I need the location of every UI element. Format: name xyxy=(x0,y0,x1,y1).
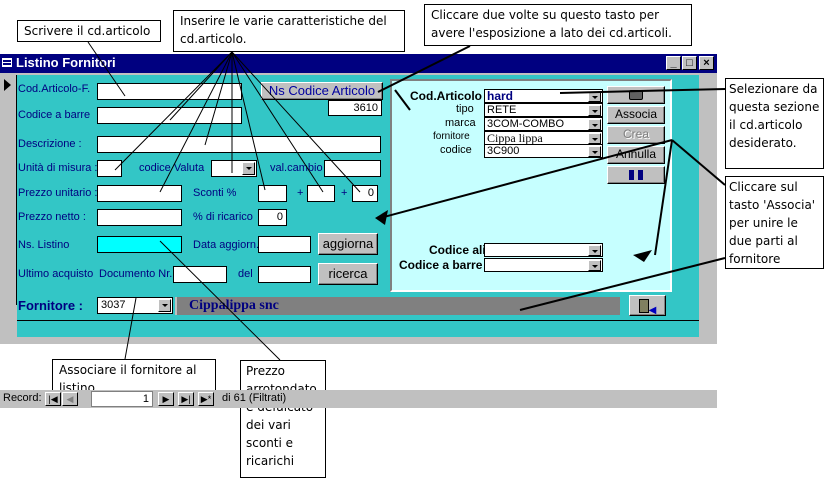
ns-codice-articolo-button[interactable]: Ns Codice Articolo xyxy=(261,82,383,100)
callout-scrivere: Scrivere il cd.articolo xyxy=(17,20,161,42)
prezzo-netto-field[interactable] xyxy=(97,209,182,226)
label-panel-cod-articolo: Cod.Articolo xyxy=(410,89,482,103)
callout-cliccare-associa: Cliccare sul tasto 'Associa' per unire l… xyxy=(725,176,824,269)
associa-button[interactable]: Associa xyxy=(607,106,665,124)
arrow-left-icon: ◀ xyxy=(648,305,657,316)
codice-value: 3C900 xyxy=(487,145,520,157)
label-ricarico: % di ricarico xyxy=(193,211,253,223)
aggiorna-button[interactable]: aggiorna xyxy=(318,233,378,255)
label-prezzo-unitario: Prezzo unitario : xyxy=(18,187,98,199)
chevron-down-icon[interactable] xyxy=(588,245,601,256)
next-record-button[interactable]: ▶ xyxy=(158,392,174,406)
label-tipo: tipo xyxy=(456,103,474,115)
vertical-scrollbar[interactable] xyxy=(699,75,717,337)
tree-icon xyxy=(629,170,643,180)
label-unita-misura: Unità di misura : xyxy=(18,162,98,174)
form-icon[interactable] xyxy=(2,58,12,67)
label-codice: codice xyxy=(440,144,472,156)
plus-sign: + xyxy=(341,187,348,199)
label-marca: marca xyxy=(445,117,476,129)
record-navigation-bar: Record: |◀ ◀ 1 ▶ ▶| ▶* di 61 (Filtrati) xyxy=(0,390,717,408)
record-count: di 61 (Filtrati) xyxy=(222,392,287,404)
callout-selezionare: Selezionare da questa sezione il cd.arti… xyxy=(725,78,824,169)
divider xyxy=(17,320,699,321)
ns-codice-field[interactable]: 3610 xyxy=(328,100,382,116)
current-record-arrow-icon xyxy=(4,79,11,91)
codice-select[interactable]: 3C900 xyxy=(484,144,603,158)
label-codice-barre: Codice a barre xyxy=(18,109,91,121)
codice-valuta-select[interactable] xyxy=(211,160,257,177)
ns-listino-field[interactable] xyxy=(97,236,182,253)
record-label: Record: xyxy=(3,392,42,404)
chevron-down-icon[interactable] xyxy=(588,146,601,157)
data-aggiorn-field[interactable] xyxy=(258,236,311,253)
label-codice-valuta: codice Valuta xyxy=(139,162,205,174)
record-selector[interactable] xyxy=(0,75,17,305)
tipo-select[interactable]: RETE xyxy=(484,103,603,117)
label-ultimo-acquisto: Ultimo acquisto xyxy=(18,268,94,280)
plus-sign: + xyxy=(297,187,304,199)
label-descrizione: Descrizione : xyxy=(18,138,82,150)
label-cod-articolo-f: Cod.Articolo-F. xyxy=(18,83,91,95)
label-sconti: Sconti % xyxy=(193,187,237,199)
unita-misura-field[interactable] xyxy=(97,160,122,177)
last-record-button[interactable]: ▶| xyxy=(178,392,194,406)
label-fornitore-main: Fornitore : xyxy=(18,298,83,313)
callout-prezzo: Prezzo arrotondato e defalcato dei vari … xyxy=(240,360,326,478)
chevron-down-icon[interactable] xyxy=(588,260,601,271)
close-button[interactable]: × xyxy=(699,56,714,70)
ricarico-field[interactable]: 0 xyxy=(258,209,287,226)
descrizione-field[interactable] xyxy=(97,136,381,153)
chevron-down-icon[interactable] xyxy=(158,299,171,312)
fornitore-value: Cippa lippa xyxy=(487,131,543,145)
exit-door-icon xyxy=(638,299,649,313)
fornitore-code-value: 3037 xyxy=(101,299,126,311)
minimize-button[interactable]: _ xyxy=(666,56,681,70)
callout-inserire: Inserire le varie caratteristiche del cd… xyxy=(173,10,405,52)
codice-alias-select[interactable] xyxy=(484,243,603,257)
fornitore-name-display: Cippalippa snc xyxy=(175,297,620,315)
label-panel-codice-barre: Codice a barre xyxy=(399,258,483,272)
exit-button[interactable]: ◀ xyxy=(629,295,666,316)
title-bar: Listino Fornitori _ □ × xyxy=(0,54,717,73)
label-prezzo-netto: Prezzo netto : xyxy=(18,211,86,223)
window-title: Listino Fornitori xyxy=(16,55,116,70)
first-record-button[interactable]: |◀ xyxy=(45,392,61,406)
marca-value: 3COM-COMBO xyxy=(487,118,564,130)
current-record-field[interactable]: 1 xyxy=(91,391,153,407)
callout-associare: Associare il fornitore al listino. xyxy=(52,359,216,396)
new-record-button[interactable]: ▶* xyxy=(198,392,214,406)
ricerca-button[interactable]: ricerca xyxy=(318,263,378,285)
tree-view-button[interactable] xyxy=(607,166,665,184)
fornitore-select[interactable]: Cippa lippa xyxy=(484,131,603,145)
label-del: del xyxy=(238,268,253,280)
leader-line xyxy=(87,41,126,97)
tipo-value: RETE xyxy=(487,104,517,116)
chevron-down-icon[interactable] xyxy=(588,119,601,130)
label-ns-listino: Ns. Listino xyxy=(18,239,70,251)
panel-codice-barre-select[interactable] xyxy=(484,258,603,272)
cod-articolo-value: hard xyxy=(487,89,514,103)
callout-cliccare-due-volte: Cliccare due volte su questo tasto per a… xyxy=(424,4,692,46)
prezzo-unitario-field[interactable] xyxy=(97,185,182,202)
articolo-panel: Cod.Articolo hard tipo RETE marca 3COM-C… xyxy=(390,79,672,292)
annulla-button[interactable]: Annulla xyxy=(607,146,665,164)
label-data-aggiorn: Data aggiorn. xyxy=(193,239,260,251)
label-documento-nr: Documento Nr. xyxy=(99,268,173,280)
sconto3-field[interactable]: 0 xyxy=(352,185,378,202)
sconto2-field[interactable] xyxy=(307,185,335,202)
label-fornitore: fornitore xyxy=(433,131,470,142)
marca-select[interactable]: 3COM-COMBO xyxy=(484,117,603,131)
documento-nr-field[interactable] xyxy=(173,266,227,283)
maximize-button[interactable]: □ xyxy=(682,56,697,70)
previous-record-button[interactable]: ◀ xyxy=(62,392,78,406)
val-cambio-field[interactable] xyxy=(324,160,381,177)
label-codice-alias: Codice alias xyxy=(429,243,500,257)
chevron-down-icon[interactable] xyxy=(588,105,601,116)
crea-button[interactable]: Crea xyxy=(607,126,665,144)
chevron-down-icon[interactable] xyxy=(242,162,255,175)
del-field[interactable] xyxy=(258,266,311,283)
chevron-down-icon[interactable] xyxy=(588,133,601,144)
